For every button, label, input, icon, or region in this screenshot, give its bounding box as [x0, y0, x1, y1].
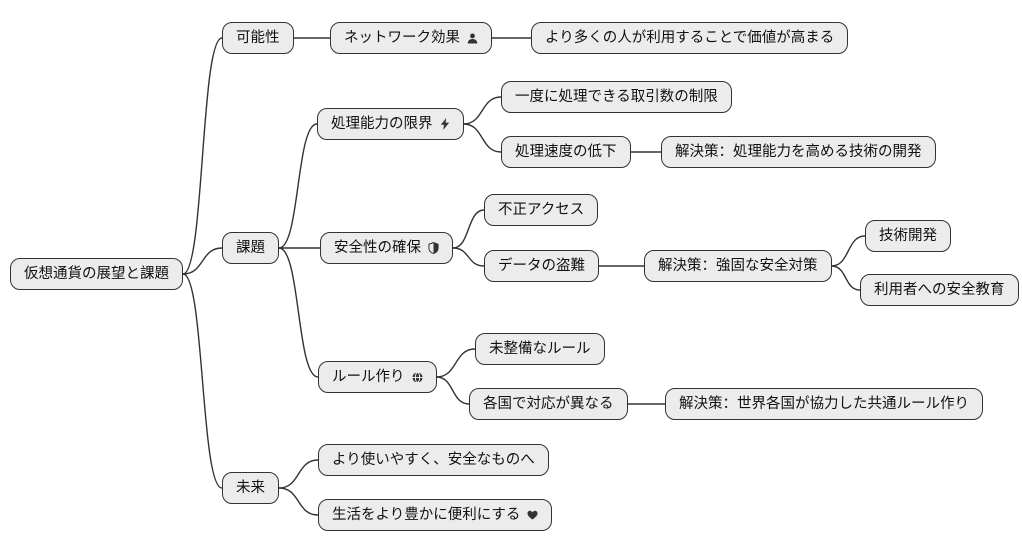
node-label: 処理速度の低下	[515, 144, 617, 161]
node-enrich-life[interactable]: 生活をより豊かに便利にする	[318, 499, 553, 531]
node-label: 安全性の確保	[334, 240, 421, 257]
node-security-solution[interactable]: 解決策：強固な安全対策	[644, 250, 832, 282]
node-unregulated-rules[interactable]: 未整備なルール	[475, 333, 605, 365]
node-label: 解決策：処理能力を高める技術の開発	[675, 144, 922, 161]
node-label: ネットワーク効果	[344, 30, 460, 47]
node-future[interactable]: 未来	[222, 472, 279, 504]
node-label: 各国で対応が異なる	[483, 396, 614, 413]
bolt-icon	[440, 118, 450, 130]
node-processing-limit[interactable]: 処理能力の限界	[317, 108, 464, 140]
node-network-effect[interactable]: ネットワーク効果	[330, 22, 492, 54]
node-label: 解決策：世界各国が協力した共通ルール作り	[679, 396, 969, 413]
node-label: 不正アクセス	[498, 202, 585, 219]
node-security[interactable]: 安全性の確保	[320, 232, 453, 264]
node-speed-decline[interactable]: 処理速度の低下	[501, 136, 631, 168]
node-label: 解決策：強固な安全対策	[658, 258, 818, 275]
node-label: 一度に処理できる取引数の制限	[515, 89, 718, 106]
node-possibility[interactable]: 可能性	[222, 22, 294, 54]
node-label: 課題	[236, 240, 265, 257]
node-transaction-limit[interactable]: 一度に処理できる取引数の制限	[501, 81, 732, 113]
user-icon	[467, 33, 478, 44]
node-root[interactable]: 仮想通貨の展望と課題	[10, 258, 183, 290]
node-label: ルール作り	[332, 369, 405, 386]
node-challenges[interactable]: 課題	[222, 232, 279, 264]
node-data-theft[interactable]: データの盗難	[484, 250, 599, 282]
node-label: 未整備なルール	[489, 341, 591, 358]
node-country-differences[interactable]: 各国で対応が異なる	[469, 388, 628, 420]
node-rule-making[interactable]: ルール作り	[318, 361, 437, 393]
node-user-education[interactable]: 利用者への安全教育	[860, 274, 1019, 306]
node-rule-solution[interactable]: 解決策：世界各国が協力した共通ルール作り	[665, 388, 983, 420]
node-label: 生活をより豊かに便利にする	[332, 507, 521, 524]
globe-icon	[411, 371, 423, 383]
node-label: 処理能力の限界	[331, 116, 433, 133]
node-label: 未来	[236, 480, 265, 497]
node-label: データの盗難	[498, 258, 585, 275]
shield-icon	[428, 242, 439, 254]
node-label: 技術開発	[879, 228, 937, 245]
node-label: 可能性	[236, 30, 280, 47]
node-label: より使いやすく、安全なものへ	[332, 452, 535, 469]
node-tech-development[interactable]: 技術開発	[865, 220, 951, 252]
node-speed-solution[interactable]: 解決策：処理能力を高める技術の開発	[661, 136, 936, 168]
node-unauthorized-access[interactable]: 不正アクセス	[484, 194, 599, 226]
node-easier-safer[interactable]: より使いやすく、安全なものへ	[318, 444, 549, 476]
heart-icon	[527, 510, 538, 520]
node-label: 仮想通貨の展望と課題	[24, 266, 169, 283]
node-network-effect-desc[interactable]: より多くの人が利用することで価値が高まる	[531, 22, 849, 54]
node-label: 利用者への安全教育	[874, 282, 1005, 299]
node-label: より多くの人が利用することで価値が高まる	[545, 30, 835, 47]
